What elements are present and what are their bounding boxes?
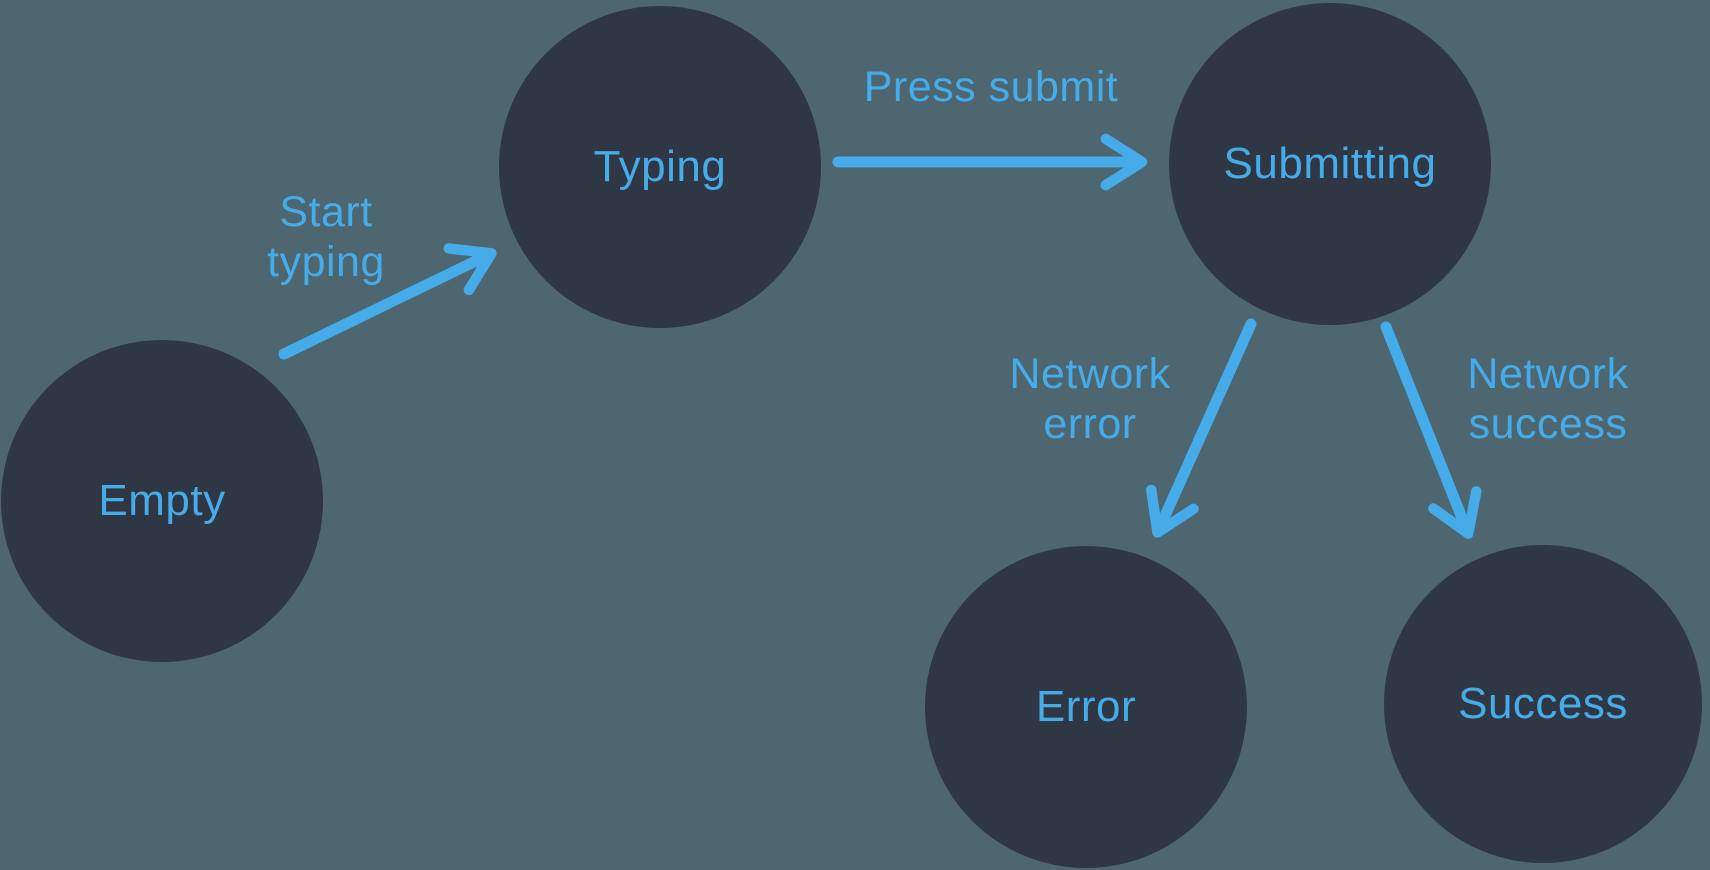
state-node-typing: Typing (499, 6, 821, 328)
edge-label-network-error: Network error (1009, 350, 1171, 448)
state-label-error: Error (1035, 682, 1137, 731)
edge-label-press-submit: Press submit (863, 63, 1119, 111)
edge-label-start-typing: Start typing (267, 188, 385, 286)
state-label-success: Success (1458, 679, 1628, 728)
edge-arrow-submitting-to-error (1146, 318, 1257, 538)
state-node-submitting: Submitting (1169, 3, 1491, 325)
edge-label-network-success: Network success (1467, 350, 1629, 448)
state-node-error: Error (925, 546, 1247, 868)
state-node-success: Success (1384, 545, 1702, 863)
state-node-empty: Empty (1, 340, 323, 662)
state-label-typing: Typing (593, 142, 727, 191)
edge-arrow-submitting-to-success (1380, 321, 1482, 539)
state-label-empty: Empty (98, 476, 226, 525)
edge-arrow-empty-to-typing (278, 243, 497, 360)
state-label-submitting: Submitting (1223, 139, 1437, 188)
